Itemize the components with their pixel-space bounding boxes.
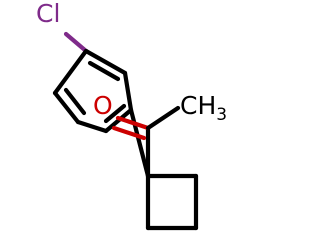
bond-carbonyl-double-2 xyxy=(111,125,147,141)
benzene-ring xyxy=(52,31,134,134)
methyl-label: CH3 xyxy=(180,91,227,125)
bond-ring-6 xyxy=(52,48,89,96)
bond-ring-3 xyxy=(103,107,134,134)
bond-ring-3-inner xyxy=(103,103,127,124)
bond-ring-5 xyxy=(52,90,81,125)
bond-cl-c1 xyxy=(63,31,89,54)
bond-ring-4 xyxy=(75,119,109,134)
bond-ring-to-cyclobutyl xyxy=(128,107,151,179)
molecule-structure: Cl O CH3 xyxy=(36,0,227,231)
bond-ring-2 xyxy=(122,70,134,113)
acetyl-group xyxy=(111,105,181,179)
oxygen-text: O xyxy=(93,91,113,120)
methyl-subscript: 3 xyxy=(216,105,227,125)
bond-carbonyl-double-1 xyxy=(115,115,151,131)
bond-carbonyl-methyl xyxy=(145,105,181,131)
chlorine-text: Cl xyxy=(36,0,60,28)
oxygen-label: O xyxy=(93,91,113,120)
methyl-text: CH xyxy=(180,91,216,120)
bond-ring-5-inner xyxy=(63,87,87,116)
bond-ring-1-inner xyxy=(87,60,121,82)
chlorine-label: Cl xyxy=(36,0,60,28)
bond-ring-1 xyxy=(83,48,128,76)
cyclobutane-ring xyxy=(145,173,199,231)
